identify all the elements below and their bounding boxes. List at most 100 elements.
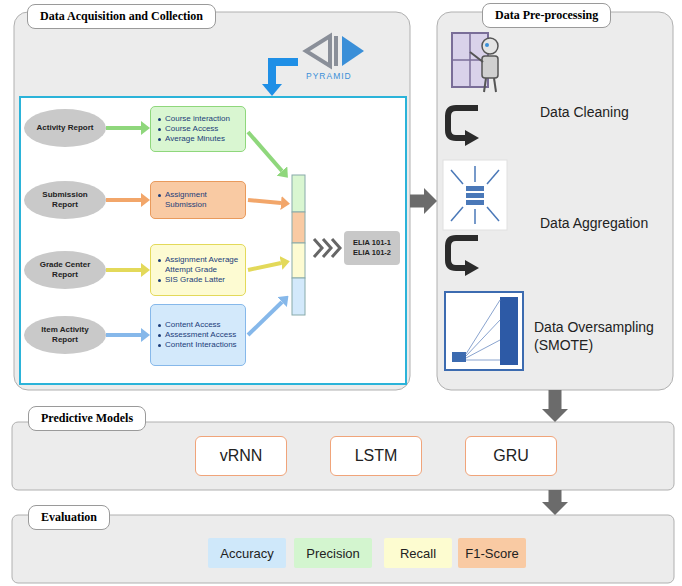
download-arrow: [262, 62, 298, 96]
box-text: ELIA 101-2: [353, 248, 391, 258]
pyramid-logo: [306, 36, 330, 66]
cleaning-icon: [482, 56, 498, 78]
flow-arrow: [106, 268, 141, 272]
feature-item: SIS Grade Latter: [157, 275, 239, 285]
flow-arrow: [410, 195, 424, 208]
feature-bar: [292, 175, 305, 212]
step-arrow: [465, 130, 479, 146]
box-text: LSTM: [355, 447, 398, 465]
chevron-symbol: [332, 239, 340, 257]
feature-item: Assignment Average Attempt Grade: [157, 255, 239, 275]
pyramid-logo: [306, 36, 364, 66]
feature-arrows: [248, 263, 281, 270]
flow-arrow: [549, 390, 562, 409]
aggregation-icon: [487, 170, 499, 184]
stage-panel: Data Acquisition and CollectionActivity …: [14, 12, 410, 390]
label-text: PYRAMID: [306, 71, 352, 82]
panel-tab: Evaluation: [28, 505, 110, 530]
box-text: Accuracy: [220, 546, 273, 561]
box-text: Activity Report: [37, 123, 94, 133]
box-text: F1-Score: [465, 546, 518, 561]
download-arrow: [262, 84, 282, 96]
box-text: Submission Report: [35, 190, 95, 209]
chevron-symbol: [314, 239, 322, 257]
oversampling-icon: [445, 292, 523, 370]
download-arrow: [272, 62, 298, 84]
aggregation-icon: [443, 160, 507, 230]
step-arrow: [448, 238, 479, 276]
feature-item: Course interaction: [157, 114, 239, 124]
metric-box: Accuracy: [208, 538, 286, 568]
source-frame: [20, 97, 406, 384]
panel-heading: Data Acquisition and Collection: [40, 9, 203, 23]
feature-arrows: [248, 132, 282, 335]
feature-arrows: [248, 132, 282, 171]
box-text: ELIA 101-1: [353, 238, 391, 248]
feature-box: Assignment Average Attempt GradeSIS Grad…: [150, 244, 246, 296]
cleaning-icon: [494, 78, 496, 92]
label-text: Data Cleaning: [540, 103, 670, 121]
label-text: Data Oversampling (SMOTE): [534, 318, 668, 354]
oversampling-icon: [466, 360, 500, 361]
feature-box: Assignment Submission: [150, 181, 246, 219]
feature-list: Course interactionCourse AccessAverage M…: [157, 114, 239, 144]
flow-arrow: [106, 126, 141, 130]
cleaning-icon: [485, 43, 489, 47]
pyramid-logo: [334, 36, 338, 66]
aggregation-icon: [451, 207, 463, 221]
stage-panel: Predictive ModelsvRNNLSTMGRU: [12, 422, 674, 490]
panel-fill: [14, 12, 410, 390]
oversampling-icon: [466, 320, 500, 356]
panel-fill: [12, 515, 674, 583]
feature-item: Content Access: [157, 320, 239, 330]
feature-bar: [292, 243, 305, 278]
aggregation-icon: [474, 166, 476, 182]
aggregation-icon: [466, 186, 484, 191]
feature-bar: [292, 175, 305, 315]
step-label: Data Cleaning: [540, 103, 670, 121]
cleaning-icon: [470, 52, 483, 62]
aggregation-icon: [466, 193, 484, 198]
panel-fill: [437, 12, 673, 390]
step-arrow: [448, 108, 479, 146]
model-box: LSTM: [330, 436, 422, 476]
feature-list: Content AccessAssessment AccessContent I…: [157, 320, 239, 350]
aggregation-icon: [474, 209, 476, 224]
panel-heading: Predictive Models: [41, 411, 133, 425]
aggregation-icon: [451, 170, 463, 184]
box-text: Item Activity Report: [35, 325, 95, 344]
pyramid-logo: [342, 36, 364, 66]
metric-box: Recall: [384, 538, 452, 568]
step-arrow: [465, 260, 479, 276]
feature-item: Average Minutes: [157, 134, 239, 144]
chevron-symbol: [323, 239, 331, 257]
aggregation-icon: [466, 200, 484, 205]
report-ellipse: Item Activity Report: [24, 316, 106, 354]
step-label: Data Aggregation: [540, 214, 670, 232]
feature-box: Course interactionCourse AccessAverage M…: [150, 106, 246, 152]
box-text: Recall: [400, 546, 436, 561]
feature-bar: [292, 212, 305, 243]
cleaning-icon: [452, 33, 498, 92]
feature-arrows: [248, 302, 282, 335]
report-ellipse: Activity Report: [24, 109, 106, 147]
model-box: vRNN: [195, 436, 287, 476]
chevron-symbol: [314, 239, 340, 257]
flow-arrow: [549, 490, 562, 502]
logo-text: PYRAMID: [306, 71, 352, 82]
feature-list: Assignment Average Attempt GradeSIS Grad…: [157, 255, 239, 285]
oversampling-icon: [466, 300, 500, 360]
aggregation-icon: [487, 207, 499, 221]
feature-box: Content AccessAssessment AccessContent I…: [150, 304, 246, 366]
oversampling-icon: [452, 352, 466, 362]
box-text: GRU: [493, 447, 529, 465]
oversampling-icon: [466, 300, 500, 354]
oversampling-icon: [466, 340, 500, 358]
flow-arrow: [106, 333, 141, 337]
feature-item: Assessment Access: [157, 330, 239, 340]
panel-heading: Data Pre-processing: [495, 8, 598, 22]
model-box: GRU: [465, 436, 557, 476]
